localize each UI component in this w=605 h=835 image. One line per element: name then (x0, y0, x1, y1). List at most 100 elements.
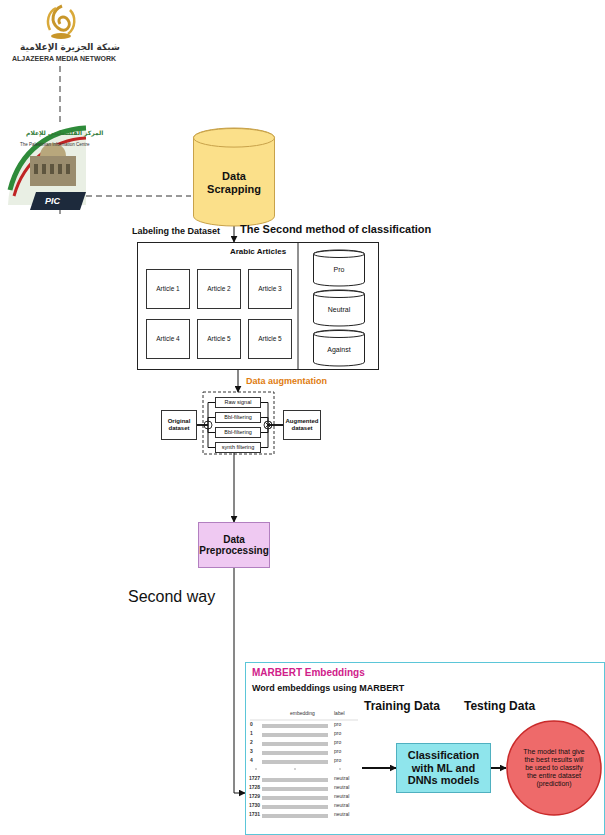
article-box: Article 4 (146, 319, 190, 359)
class-cylinder: Neutral (313, 290, 365, 326)
node-title: Augmented dataset (285, 418, 319, 432)
dataset-box: Augmented dataset (283, 410, 321, 440)
table-cell: neutral (334, 776, 349, 782)
table-cell: 1728 (249, 785, 260, 791)
logo-stroke (48, 8, 74, 34)
table-cell: pro (334, 722, 341, 728)
node-title: Bbl-filtering (224, 429, 252, 435)
table-cell: pro (334, 731, 341, 737)
logo-text: The Palestinian Information Centre (20, 142, 90, 147)
table-cell: 1731 (249, 812, 260, 818)
node-title: Article 5 (207, 335, 230, 342)
table-cell: embedding (290, 711, 315, 717)
node-title: The model that give the best results wil… (520, 748, 588, 788)
node-title: Article 1 (156, 285, 179, 292)
table-cell: neutral (334, 812, 349, 818)
process-box: Classification with ML and DNNs models (396, 743, 491, 793)
connector (261, 418, 283, 426)
aljazeera-logo (48, 6, 74, 39)
table-cell: neutral (334, 785, 349, 791)
table-cell: neutral (334, 803, 349, 809)
node-subtitle: Word embeddings using MARBERT (252, 683, 404, 693)
node-title: Neutral (328, 302, 351, 314)
table-cell: 3 (250, 749, 253, 755)
cylinder-top (194, 129, 275, 148)
logo-text: PIC (45, 196, 60, 206)
connector (238, 370, 239, 392)
connector (197, 403, 215, 426)
cylinder-body (194, 128, 275, 226)
table-cell: 1729 (249, 794, 260, 800)
article-box: Article 5 (248, 319, 292, 359)
embedding-panel: MARBERT EmbeddingsWord embeddings using … (245, 662, 605, 835)
table-rule (250, 720, 358, 721)
table-cell: pro (334, 749, 341, 755)
edge-label: Testing Data (462, 700, 537, 714)
edge-label: Data augmentation (244, 376, 329, 386)
table-cell: 1727 (249, 776, 260, 782)
scrape-line (60, 66, 191, 214)
connector (261, 425, 283, 448)
table-cell: 2 (250, 740, 253, 746)
article-box: Article 1 (146, 269, 190, 309)
connector (197, 418, 215, 426)
table-cell: 4 (250, 758, 253, 764)
logo-building (30, 156, 76, 186)
filter-box: Bbl-filtering (215, 427, 261, 438)
annotation: The Second method of classification (240, 223, 431, 236)
node-title: Original dataset (163, 418, 195, 432)
logo-text: شبكة الجزيرة الإعلامية (20, 42, 120, 52)
pic-logo (8, 125, 86, 210)
table-ellipsis (255, 768, 341, 770)
connector (197, 425, 215, 433)
edge-label: Labeling the Dataset (130, 226, 222, 236)
table-cell: 0 (250, 722, 253, 728)
circle-outline (507, 721, 601, 815)
node-title: Data Preprocessing (199, 534, 268, 557)
filter-box: Raw signal (215, 397, 261, 408)
cylinder-top (314, 251, 365, 258)
node-title: Pro (334, 262, 345, 274)
dataset-box: Original dataset (161, 410, 197, 440)
table-cell: 1730 (249, 803, 260, 809)
cylinder-body (314, 250, 365, 286)
node-title: Data Scrapping (195, 158, 273, 195)
node-title: Bbl-filtering (224, 414, 252, 420)
filter-box: synth filtering (215, 442, 261, 453)
panel-divider (298, 242, 299, 370)
connector (234, 453, 235, 522)
node-title: Arabic Articles (181, 247, 336, 256)
connector (261, 425, 283, 433)
cylinder-top (314, 291, 365, 298)
connector (234, 226, 235, 242)
embedding-values (262, 724, 328, 818)
database-cylinder: Data Scrapping (193, 128, 275, 226)
table-cell: pro (334, 758, 341, 764)
connector (362, 767, 396, 769)
node-title: Article 2 (207, 285, 230, 292)
logo-windows (34, 164, 70, 174)
cylinder-body (314, 290, 365, 326)
table-cell: pro (334, 740, 341, 746)
connector (234, 568, 245, 793)
augmentation-frame (203, 392, 274, 454)
process-box: Data Preprocessing (198, 522, 270, 568)
table-cell: neutral (334, 794, 349, 800)
result-circle: The model that give the best results wil… (506, 720, 602, 816)
node-title: Classification with ML and DNNs models (400, 749, 487, 787)
article-box: Article 2 (197, 269, 241, 309)
connector (261, 403, 283, 426)
cylinder-body (314, 330, 365, 366)
table-cell: 1 (250, 731, 253, 737)
connector (197, 425, 215, 448)
article-box: Article 5 (197, 319, 241, 359)
filter-box: Bbl-filtering (215, 412, 261, 423)
node-title: Raw signal (225, 399, 252, 405)
cylinder-top (314, 331, 365, 338)
table-cell: label (334, 711, 345, 717)
node-title: Article 3 (258, 285, 281, 292)
node-title: Article 4 (156, 335, 179, 342)
edge-label: Training Data (362, 700, 442, 714)
node-title: Against (327, 342, 350, 354)
